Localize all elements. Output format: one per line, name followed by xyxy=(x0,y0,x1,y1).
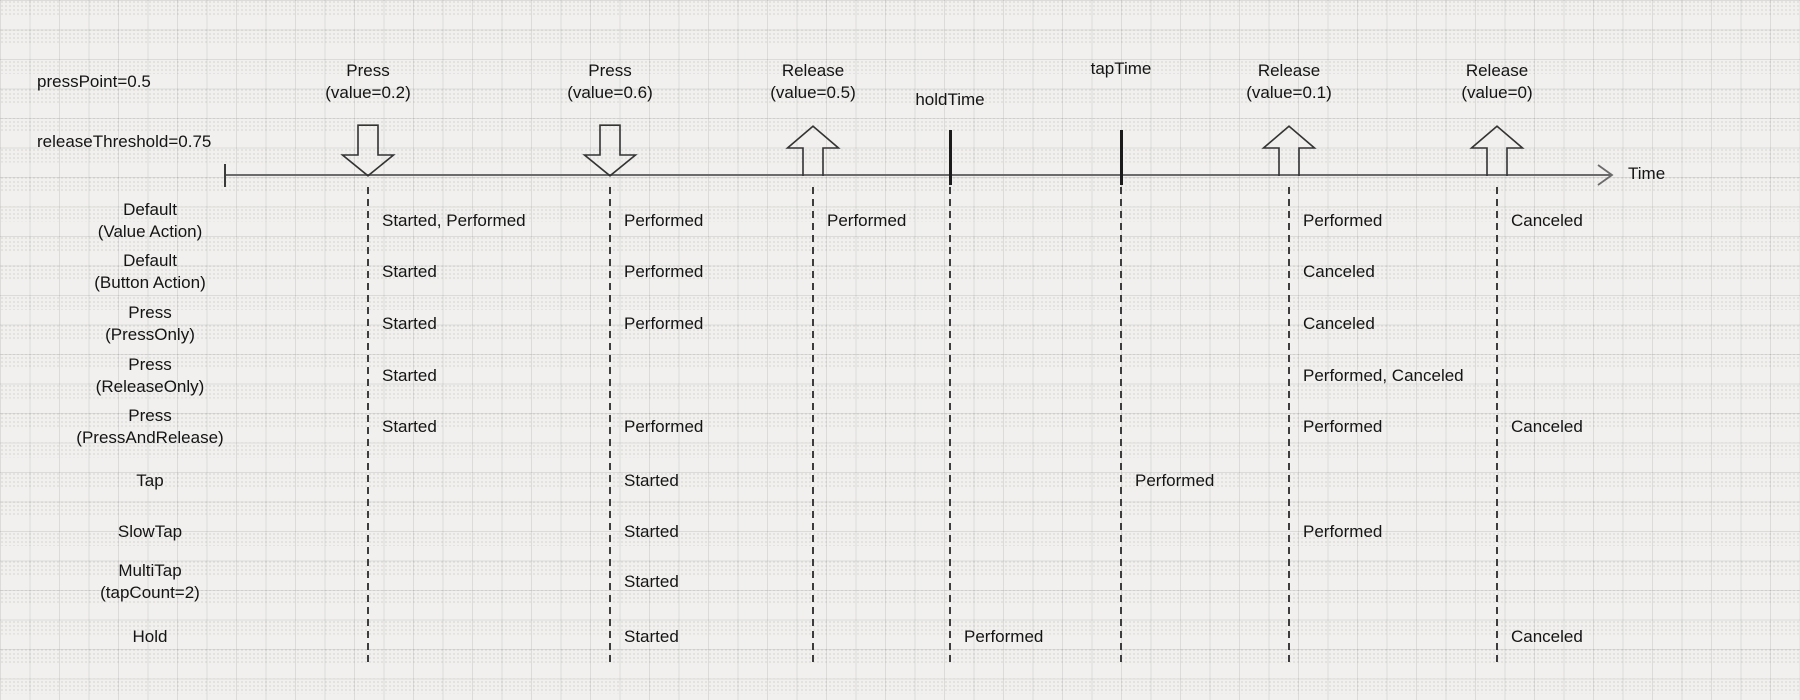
row-label-press-releaseonly: Press (ReleaseOnly) xyxy=(10,354,290,398)
event-dashed-line-release05 xyxy=(812,187,814,663)
release-up-arrow-icon xyxy=(1261,125,1317,176)
phase-cell-slowtap-press06: Started xyxy=(624,522,679,541)
phase-cell-default-button-action-release01: Canceled xyxy=(1303,262,1375,281)
row-label-line: (PressAndRelease) xyxy=(76,428,224,447)
time-axis-line xyxy=(224,174,1611,176)
phase-cell-press-pressonly-press06: Performed xyxy=(624,314,704,333)
event-label-release05: Release (value=0.5) xyxy=(703,60,923,104)
phase-cell-default-value-action-press06: Performed xyxy=(624,211,704,230)
row-label-line: Hold xyxy=(132,627,168,646)
phase-cell-multitap-press06: Started xyxy=(624,572,679,591)
row-label-line: (ReleaseOnly) xyxy=(95,377,205,396)
time-tick-mark-holdTime xyxy=(949,130,952,185)
phase-cell-press-pressandrelease-press02: Started xyxy=(382,417,437,436)
phase-cell-press-pressandrelease-release01: Performed xyxy=(1303,417,1383,436)
row-label-slowtap: SlowTap xyxy=(10,521,290,543)
row-label-press-pressonly: Press (PressOnly) xyxy=(10,302,290,346)
row-label-line: (Button Action) xyxy=(94,273,206,292)
event-label-press06: Press (value=0.6) xyxy=(500,60,720,104)
row-label-default-value-action: Default (Value Action) xyxy=(10,199,290,243)
event-label-release0: Release (value=0) xyxy=(1387,60,1607,104)
phase-cell-default-value-action-release05: Performed xyxy=(827,211,907,230)
event-label-press02: Press (value=0.2) xyxy=(258,60,478,104)
phase-cell-press-pressonly-press02: Started xyxy=(382,314,437,333)
phase-cell-default-value-action-press02: Started, Performed xyxy=(382,211,526,230)
event-label-line: (value=0.6) xyxy=(567,83,653,102)
row-label-line: Press xyxy=(128,355,172,374)
row-label-line: Default xyxy=(123,200,177,219)
event-dashed-line-tapTime xyxy=(1120,187,1122,663)
event-dashed-line-release0 xyxy=(1496,187,1498,663)
row-label-line: Default xyxy=(123,251,177,270)
event-dashed-line-release01 xyxy=(1288,187,1290,663)
event-label-line: Release xyxy=(1465,61,1529,80)
release-up-arrow-icon xyxy=(1469,125,1525,176)
phase-cell-slowtap-release01: Performed xyxy=(1303,522,1383,541)
phase-cell-press-releaseonly-press02: Started xyxy=(382,366,437,385)
event-label-line: (value=0.2) xyxy=(325,83,411,102)
row-label-hold: Hold xyxy=(10,626,290,648)
time-axis-start-tick xyxy=(224,164,226,187)
event-label-line: (value=0.1) xyxy=(1246,83,1332,102)
phase-cell-hold-press06: Started xyxy=(624,627,679,646)
row-label-line: Press xyxy=(128,303,172,322)
event-label-line: holdTime xyxy=(915,90,985,109)
release-up-arrow-icon xyxy=(785,125,841,176)
parameters-annotation: pressPoint=0.5 releaseThreshold=0.75 xyxy=(37,32,211,192)
row-label-line: (Value Action) xyxy=(97,222,203,241)
row-label-line: SlowTap xyxy=(117,522,183,541)
event-label-line: Release xyxy=(781,61,845,80)
time-axis-arrowhead-icon xyxy=(1597,164,1614,186)
event-label-line: tapTime xyxy=(1090,59,1152,78)
phase-cell-press-pressandrelease-press06: Performed xyxy=(624,417,704,436)
phase-cell-default-button-action-press02: Started xyxy=(382,262,437,281)
phase-cell-hold-release0: Canceled xyxy=(1511,627,1583,646)
phase-cell-hold-holdTime: Performed xyxy=(964,627,1044,646)
row-label-default-button-action: Default (Button Action) xyxy=(10,250,290,294)
event-label-release01: Release (value=0.1) xyxy=(1179,60,1399,104)
row-label-tap: Tap xyxy=(10,470,290,492)
event-label-tapTime: tapTime xyxy=(1011,58,1231,80)
phase-cell-press-pressandrelease-release0: Canceled xyxy=(1511,417,1583,436)
row-label-line: (tapCount=2) xyxy=(100,583,200,602)
phase-cell-press-releaseonly-release01: Performed, Canceled xyxy=(1303,366,1464,385)
press-point-param: pressPoint=0.5 xyxy=(37,72,151,91)
phase-cell-default-value-action-release01: Performed xyxy=(1303,211,1383,230)
event-dashed-line-press02 xyxy=(367,187,369,663)
event-label-line: Press xyxy=(588,61,632,80)
event-label-line: Press xyxy=(346,61,390,80)
time-tick-mark-tapTime xyxy=(1120,130,1123,185)
phase-cell-tap-tapTime: Performed xyxy=(1135,471,1215,490)
event-label-holdTime: holdTime xyxy=(840,89,1060,111)
press-down-arrow-icon xyxy=(340,124,396,177)
phase-cell-press-pressonly-release01: Canceled xyxy=(1303,314,1375,333)
row-label-line: Press xyxy=(128,406,172,425)
event-dashed-line-holdTime xyxy=(949,187,951,663)
phase-cell-default-button-action-press06: Performed xyxy=(624,262,704,281)
row-label-line: (PressOnly) xyxy=(105,325,195,344)
row-label-line: MultiTap xyxy=(118,561,182,580)
row-label-press-pressandrelease: Press (PressAndRelease) xyxy=(10,405,290,449)
release-threshold-param: releaseThreshold=0.75 xyxy=(37,132,212,151)
phase-cell-default-value-action-release0: Canceled xyxy=(1511,211,1583,230)
event-label-line: (value=0.5) xyxy=(770,83,856,102)
event-label-line: Release xyxy=(1257,61,1321,80)
row-label-multitap: MultiTap (tapCount=2) xyxy=(10,560,290,604)
press-down-arrow-icon xyxy=(582,124,638,177)
event-label-line: (value=0) xyxy=(1461,83,1533,102)
row-label-line: Tap xyxy=(136,471,164,490)
phase-cell-tap-press06: Started xyxy=(624,471,679,490)
event-dashed-line-press06 xyxy=(609,187,611,663)
time-axis-label: Time xyxy=(1628,164,1666,183)
